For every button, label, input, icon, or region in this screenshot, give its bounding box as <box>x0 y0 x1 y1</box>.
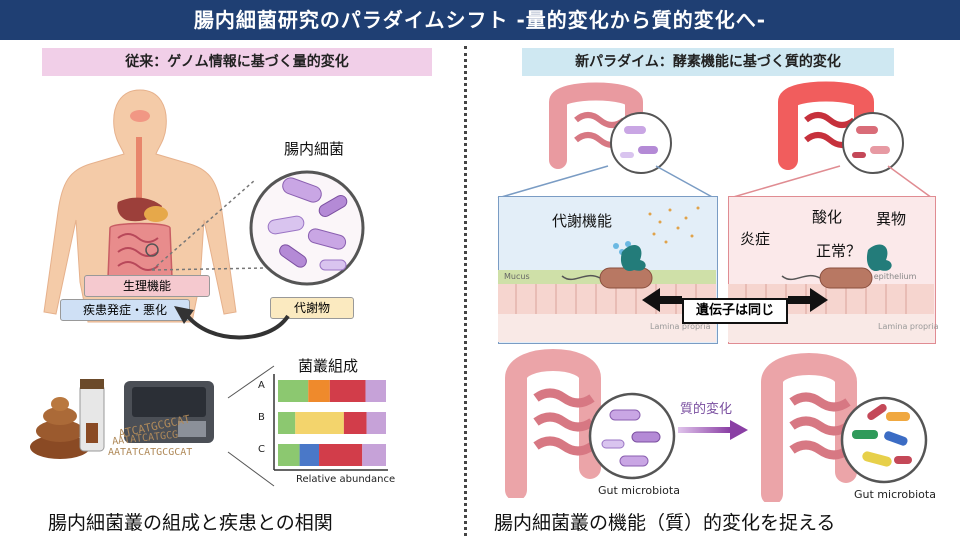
qualitative-change-arrow <box>678 420 748 440</box>
chart-connector <box>227 365 275 487</box>
microbe-circle-bottom-left <box>588 392 676 480</box>
inflamed-epithelium <box>728 284 934 342</box>
gut-microbiota-label-2: Gut microbiota <box>854 488 936 501</box>
normal-bacterium <box>561 206 700 289</box>
metabolic-label: 代謝機能 <box>552 212 613 230</box>
microbe-circle-bottom-right <box>840 396 928 484</box>
physiology-label: 生理機能 <box>84 275 210 297</box>
disease-label: 疾患発症・悪化 <box>60 299 190 321</box>
sequencing-illustration <box>30 379 214 459</box>
row-label-c: C <box>258 444 265 455</box>
epithelium-label: Intestinal epithelium <box>834 272 917 281</box>
composition-chart <box>273 374 388 471</box>
projection-lines <box>497 165 933 199</box>
row-label-a: A <box>258 380 265 391</box>
human-body-figure <box>43 89 237 323</box>
feedback-arrow <box>174 306 290 340</box>
composition-label: 菌叢組成 <box>298 357 359 375</box>
lamina-label-2: Lamina propria <box>878 322 939 331</box>
composition-bar-segment <box>343 412 367 434</box>
gut-microbiota-label-1: Gut microbiota <box>598 484 680 497</box>
composition-bar-segment <box>278 412 296 434</box>
row-label-b: B <box>258 412 265 423</box>
zoom-lines <box>151 179 266 271</box>
microbe-circle-top-right <box>842 112 904 174</box>
microbe-circle-top-left <box>610 112 672 174</box>
page-title: 腸内細菌研究のパラダイムシフト -量的変化から質的変化へ- <box>0 0 960 40</box>
right-caption: 腸内細菌叢の機能（質）的変化を捉える <box>494 512 836 534</box>
normal-epithelium <box>498 270 716 342</box>
bacteria-label: 腸内細菌 <box>284 140 345 158</box>
left-caption: 腸内細菌叢の組成と疾患との相関 <box>48 512 333 534</box>
composition-bar-segment <box>278 380 309 402</box>
panel-divider <box>464 46 467 536</box>
left-panel-header: 従来：ゲノム情報に基づく量的変化 <box>42 48 432 76</box>
composition-bar-segment <box>319 444 363 466</box>
composition-bar-segment <box>299 444 320 466</box>
colon-bottom-left <box>505 349 601 498</box>
lamina-label-1: Lamina propria <box>650 322 711 331</box>
bacteria-circle <box>249 170 365 286</box>
composition-bar-segment <box>366 412 386 434</box>
same-gene-arrows <box>642 288 828 312</box>
composition-bar-segment <box>295 412 344 434</box>
composition-bar-segment <box>329 380 366 402</box>
metabolite-label: 代謝物 <box>270 297 354 319</box>
composition-bar-segment <box>365 380 386 402</box>
inflamed-bacterium <box>781 244 892 289</box>
oxidation-label: 酸化 <box>812 208 843 226</box>
xaxis-label: Relative abundance <box>296 474 396 485</box>
mucus-label: Mucus <box>504 272 530 281</box>
composition-bar-segment <box>308 380 330 402</box>
same-gene-label: 遺伝子は同じ <box>682 298 788 324</box>
normal-question-label: 正常？ <box>816 242 862 260</box>
colon-bottom-right <box>761 353 857 502</box>
composition-bar-segment <box>362 444 386 466</box>
qualitative-change-label: 質的変化 <box>680 402 733 417</box>
dna-text-3: AATATCATGCGCAT <box>108 447 193 458</box>
inflammation-label: 炎症 <box>740 230 771 248</box>
right-panel-header: 新パラダイム：酵素機能に基づく質的変化 <box>522 48 894 76</box>
foreign-substance-label: 異物 <box>876 210 907 228</box>
composition-bar-segment <box>278 444 300 466</box>
